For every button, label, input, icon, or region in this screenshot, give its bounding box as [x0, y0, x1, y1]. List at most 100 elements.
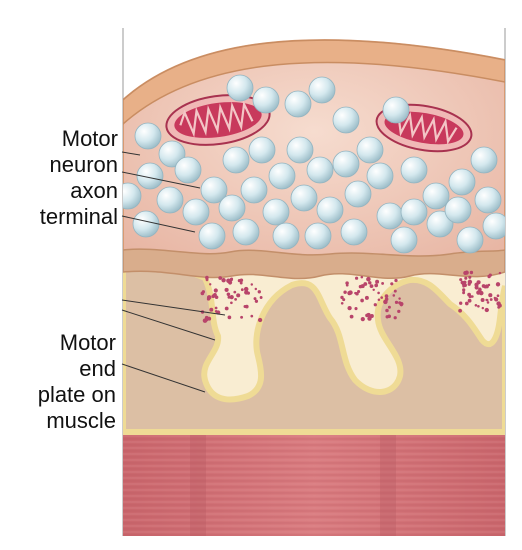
synaptic-vesicle — [136, 162, 164, 190]
leader-lines — [121, 151, 226, 393]
receptor-dot — [484, 307, 489, 313]
receptor-dot — [343, 290, 347, 294]
acetylcholine-receptors — [200, 270, 502, 323]
receptor-dot — [226, 292, 231, 297]
receptor-dot — [463, 270, 468, 276]
receptor-dot — [459, 301, 463, 305]
leader-line — [121, 299, 226, 316]
receptor-dot — [485, 298, 488, 302]
receptor-dot — [340, 295, 344, 300]
synaptic-vesicle — [222, 146, 250, 174]
receptor-dot — [349, 314, 354, 319]
axon-label-line-4: terminal — [39, 204, 118, 229]
synaptic-vesicle — [456, 226, 484, 254]
plate-label-line-3: plate on — [37, 382, 116, 407]
receptor-dot — [355, 276, 359, 280]
receptor-dot — [467, 292, 471, 297]
receptor-dot — [469, 270, 474, 275]
synaptic-vesicle — [332, 150, 360, 178]
receptor-dot — [393, 289, 397, 293]
receptor-dot — [229, 294, 234, 300]
receptor-dot — [471, 295, 474, 298]
receptor-dot — [495, 282, 501, 287]
synaptic-vesicle — [340, 218, 368, 246]
z-band — [380, 432, 396, 536]
synaptic-vesicle — [182, 198, 210, 226]
synaptic-vesicles — [123, 74, 505, 254]
synaptic-vesicle — [286, 136, 314, 164]
receptor-dot — [257, 290, 261, 294]
receptor-dot — [229, 278, 233, 282]
receptor-dot — [205, 278, 209, 282]
receptor-dot — [458, 308, 462, 313]
receptor-dot — [373, 303, 377, 307]
receptor-dot — [367, 316, 372, 321]
receptor-dot — [468, 275, 472, 279]
receptor-dot — [244, 290, 249, 295]
receptor-dot — [237, 278, 242, 283]
synaptic-vesicle — [226, 74, 254, 102]
z-band — [190, 432, 206, 536]
receptor-dot — [398, 301, 402, 305]
axon-label-line-1: Motor — [61, 126, 118, 151]
synaptic-vesicle — [284, 90, 312, 118]
synaptic-vesicle — [426, 210, 454, 238]
synaptic-vesicle — [232, 218, 260, 246]
receptor-dot — [240, 288, 244, 292]
synaptic-vesicle — [444, 196, 472, 224]
synaptic-vesicle — [306, 156, 334, 184]
receptor-dot — [372, 288, 375, 292]
receptor-dot — [498, 271, 502, 275]
receptor-dot — [480, 298, 485, 302]
receptor-dot — [214, 306, 218, 310]
receptor-dot — [240, 315, 244, 319]
receptor-dot — [347, 305, 352, 311]
receptor-dot — [342, 298, 346, 302]
receptor-dot — [360, 275, 364, 279]
receptor-dot — [397, 309, 401, 314]
receptor-dot — [366, 276, 371, 282]
receptor-dot — [377, 291, 380, 295]
synaptic-vesicle — [262, 198, 290, 226]
synaptic-vesicle — [474, 186, 502, 214]
receptor-dot — [460, 280, 465, 285]
synaptic-vesicle — [332, 106, 360, 134]
receptor-dot — [398, 297, 401, 300]
presynaptic-membrane — [123, 248, 505, 280]
synaptic-vesicle — [218, 194, 246, 222]
receptor-dot — [488, 293, 493, 298]
receptor-dot — [489, 298, 493, 301]
synaptic-vesicle — [174, 156, 202, 184]
mitochondrion — [165, 94, 271, 146]
leader-line — [121, 151, 141, 156]
receptor-dot — [250, 283, 254, 286]
synaptic-vesicle — [400, 198, 428, 226]
synaptic-vesicle — [304, 222, 332, 250]
synaptic-vesicle — [376, 202, 404, 230]
receptor-dot — [365, 313, 369, 318]
receptor-dot — [390, 282, 394, 286]
axon-membrane — [123, 39, 505, 125]
receptor-dot — [224, 306, 229, 311]
receptor-dot — [205, 275, 209, 280]
receptor-dot — [375, 279, 380, 284]
receptor-dot — [207, 316, 212, 321]
receptor-dot — [369, 284, 374, 288]
receptor-dot — [496, 294, 500, 298]
synaptic-vesicle — [240, 176, 268, 204]
receptor-dot — [462, 288, 466, 292]
receptor-dot — [481, 306, 485, 310]
synaptic-vesicle — [470, 146, 498, 174]
receptor-dot — [340, 301, 344, 305]
leader-line — [121, 215, 196, 233]
receptor-dot — [393, 316, 397, 320]
leader-line — [121, 363, 206, 393]
synaptic-vesicle — [316, 196, 344, 224]
receptor-dot — [462, 290, 465, 294]
receptor-dot — [358, 284, 363, 289]
receptor-dot — [234, 298, 237, 301]
receptor-dot — [464, 276, 468, 280]
axon-label-line-2: neuron — [49, 152, 118, 177]
synaptic-vesicle — [156, 186, 184, 214]
